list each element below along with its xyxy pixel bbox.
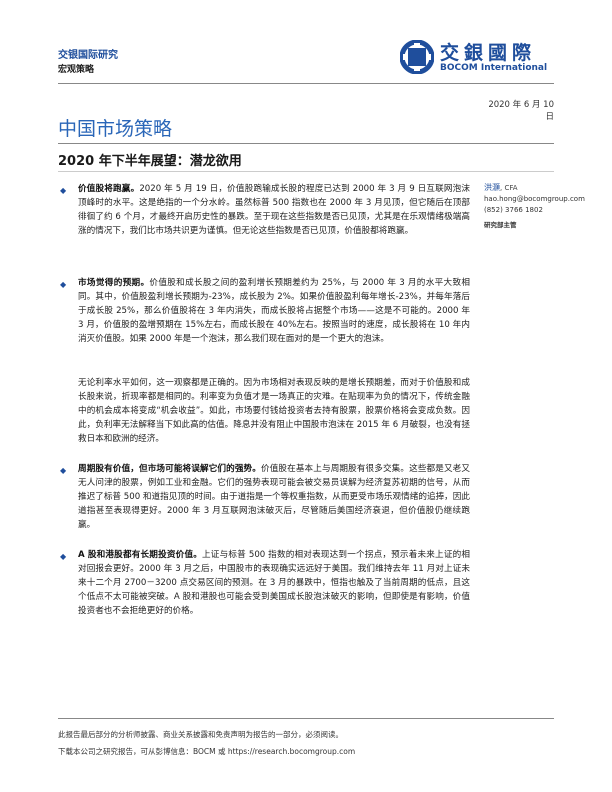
paragraph-a-shares-hk: A 股和港股都有长期投资价值。上证与标普 500 指数的相对表现达到一个拐点，预…	[78, 548, 470, 618]
diamond-bullet-icon: ◆	[60, 280, 67, 289]
report-subtitle: 2020 年下半年展望：潜龙欲用	[58, 154, 242, 169]
author-email[interactable]: hao.hong@bocomgroup.com	[484, 195, 585, 203]
report-date: 2020 年 6 月 10 日	[488, 100, 554, 122]
paragraph-lead: 价值股将跑赢。	[78, 184, 140, 194]
subtitle-divider	[58, 171, 554, 172]
paragraph-text: 2020 年 5 月 19 日，价值股跑输成长股的程度已达到 2000 年 3 …	[78, 184, 470, 236]
diamond-bullet-icon: ◆	[60, 186, 67, 195]
logo-chinese-text: 交銀國際	[440, 42, 537, 64]
logo-english-text: BOCOM International	[440, 63, 548, 73]
footer-divider	[58, 718, 554, 719]
diamond-bullet-icon: ◆	[60, 466, 67, 475]
title-divider	[58, 143, 554, 144]
paragraph-cyclical-stocks: 周期股有价值，但市场可能将误解它们的强势。价值股在基本上与周期股有很多交集。这些…	[78, 462, 470, 532]
author-role: 研究部主管	[484, 221, 517, 229]
paragraph-text: 上证与标普 500 指数的相对表现达到一个拐点，预示着未来上证的相对回报会更好。…	[78, 550, 470, 616]
diamond-bullet-icon: ◆	[60, 552, 67, 561]
author-name: 洪灝	[484, 183, 500, 192]
report-type: 宏观策略	[58, 65, 95, 75]
company-name: 交银国际研究	[58, 50, 118, 61]
author-credential: , CFA	[500, 184, 518, 192]
footer-disclaimer: 此报告最后部分的分析师披露、商业关系披露和免责声明为报告的一部分，必须阅读。	[58, 730, 343, 739]
paragraph-text: 价值股在基本上与周期股有很多交集。这些都是又老又无人问津的股票，例如工业和金融。…	[78, 464, 470, 530]
page-title: 中国市场策略	[58, 118, 173, 140]
paragraph-lead: 市场觉得的预期。	[78, 278, 150, 288]
paragraph-market-expectations: 市场觉得的预期。价值股和成长股之间的盈利增长预期差约为 25%，与 2000 年…	[78, 276, 470, 346]
paragraph-value-stocks: 价值股将跑赢。2020 年 5 月 19 日，价值股跑输成长股的程度已达到 20…	[78, 182, 470, 238]
bocom-logo-icon	[400, 40, 434, 74]
bocom-logo: 交銀國際 BOCOM International	[400, 38, 560, 82]
author-block: 洪灝, CFA hao.hong@bocomgroup.com (852) 37…	[484, 182, 585, 231]
footer-download-info[interactable]: 下载本公司之研究报告，可从彭博信息：BOCM 或 https://researc…	[58, 747, 356, 756]
paragraph-text: 价值股和成长股之间的盈利增长预期差约为 25%，与 2000 年 3 月的水平大…	[78, 278, 470, 344]
paragraph-interest-rates: 无论利率水平如何，这一观察都是正确的。因为市场相对表现反映的是增长预期差，而对于…	[78, 376, 470, 446]
paragraph-text: 无论利率水平如何，这一观察都是正确的。因为市场相对表现反映的是增长预期差，而对于…	[78, 378, 470, 444]
author-name-line: 洪灝, CFA	[484, 182, 564, 194]
author-phone: (852) 3766 1802	[484, 206, 543, 214]
header-divider	[58, 83, 554, 84]
paragraph-lead: A 股和港股都有长期投资价值。	[78, 550, 203, 560]
paragraph-lead: 周期股有价值，但市场可能将误解它们的强势。	[78, 464, 261, 474]
